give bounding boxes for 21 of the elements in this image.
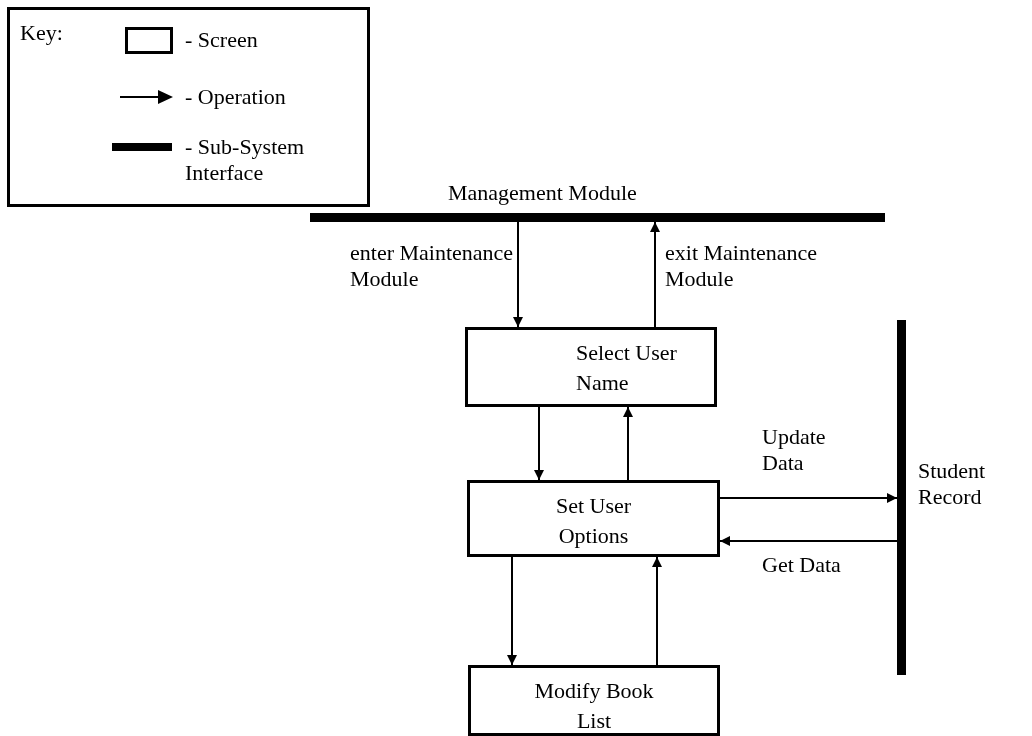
operation-arrow bbox=[719, 493, 898, 503]
edge-label: Get Data bbox=[762, 552, 842, 578]
operation-arrow bbox=[623, 406, 633, 481]
operation-arrow bbox=[507, 556, 517, 666]
screen-box: Modify Book List bbox=[468, 665, 720, 736]
legend-label: - Screen bbox=[185, 27, 259, 53]
legend-label: - Sub-System Interface bbox=[185, 134, 306, 186]
edge-label: enter Maintenance Module bbox=[350, 240, 515, 292]
screen-box: Select User Name bbox=[465, 327, 717, 407]
legend-label: - Operation bbox=[185, 84, 287, 110]
interface-label: Management Module bbox=[448, 180, 638, 206]
operation-arrow bbox=[650, 221, 660, 328]
operation-arrow bbox=[719, 536, 898, 546]
key-title: Key: bbox=[20, 20, 63, 46]
screen-box: Set User Options bbox=[467, 480, 720, 557]
operation-arrow bbox=[513, 221, 523, 328]
operation-arrow bbox=[534, 406, 544, 481]
operation-arrow bbox=[652, 556, 662, 666]
edge-label: exit Maintenance Module bbox=[665, 240, 819, 292]
edge-label: Update Data bbox=[762, 424, 827, 476]
interface-label: Student Record bbox=[918, 458, 987, 510]
